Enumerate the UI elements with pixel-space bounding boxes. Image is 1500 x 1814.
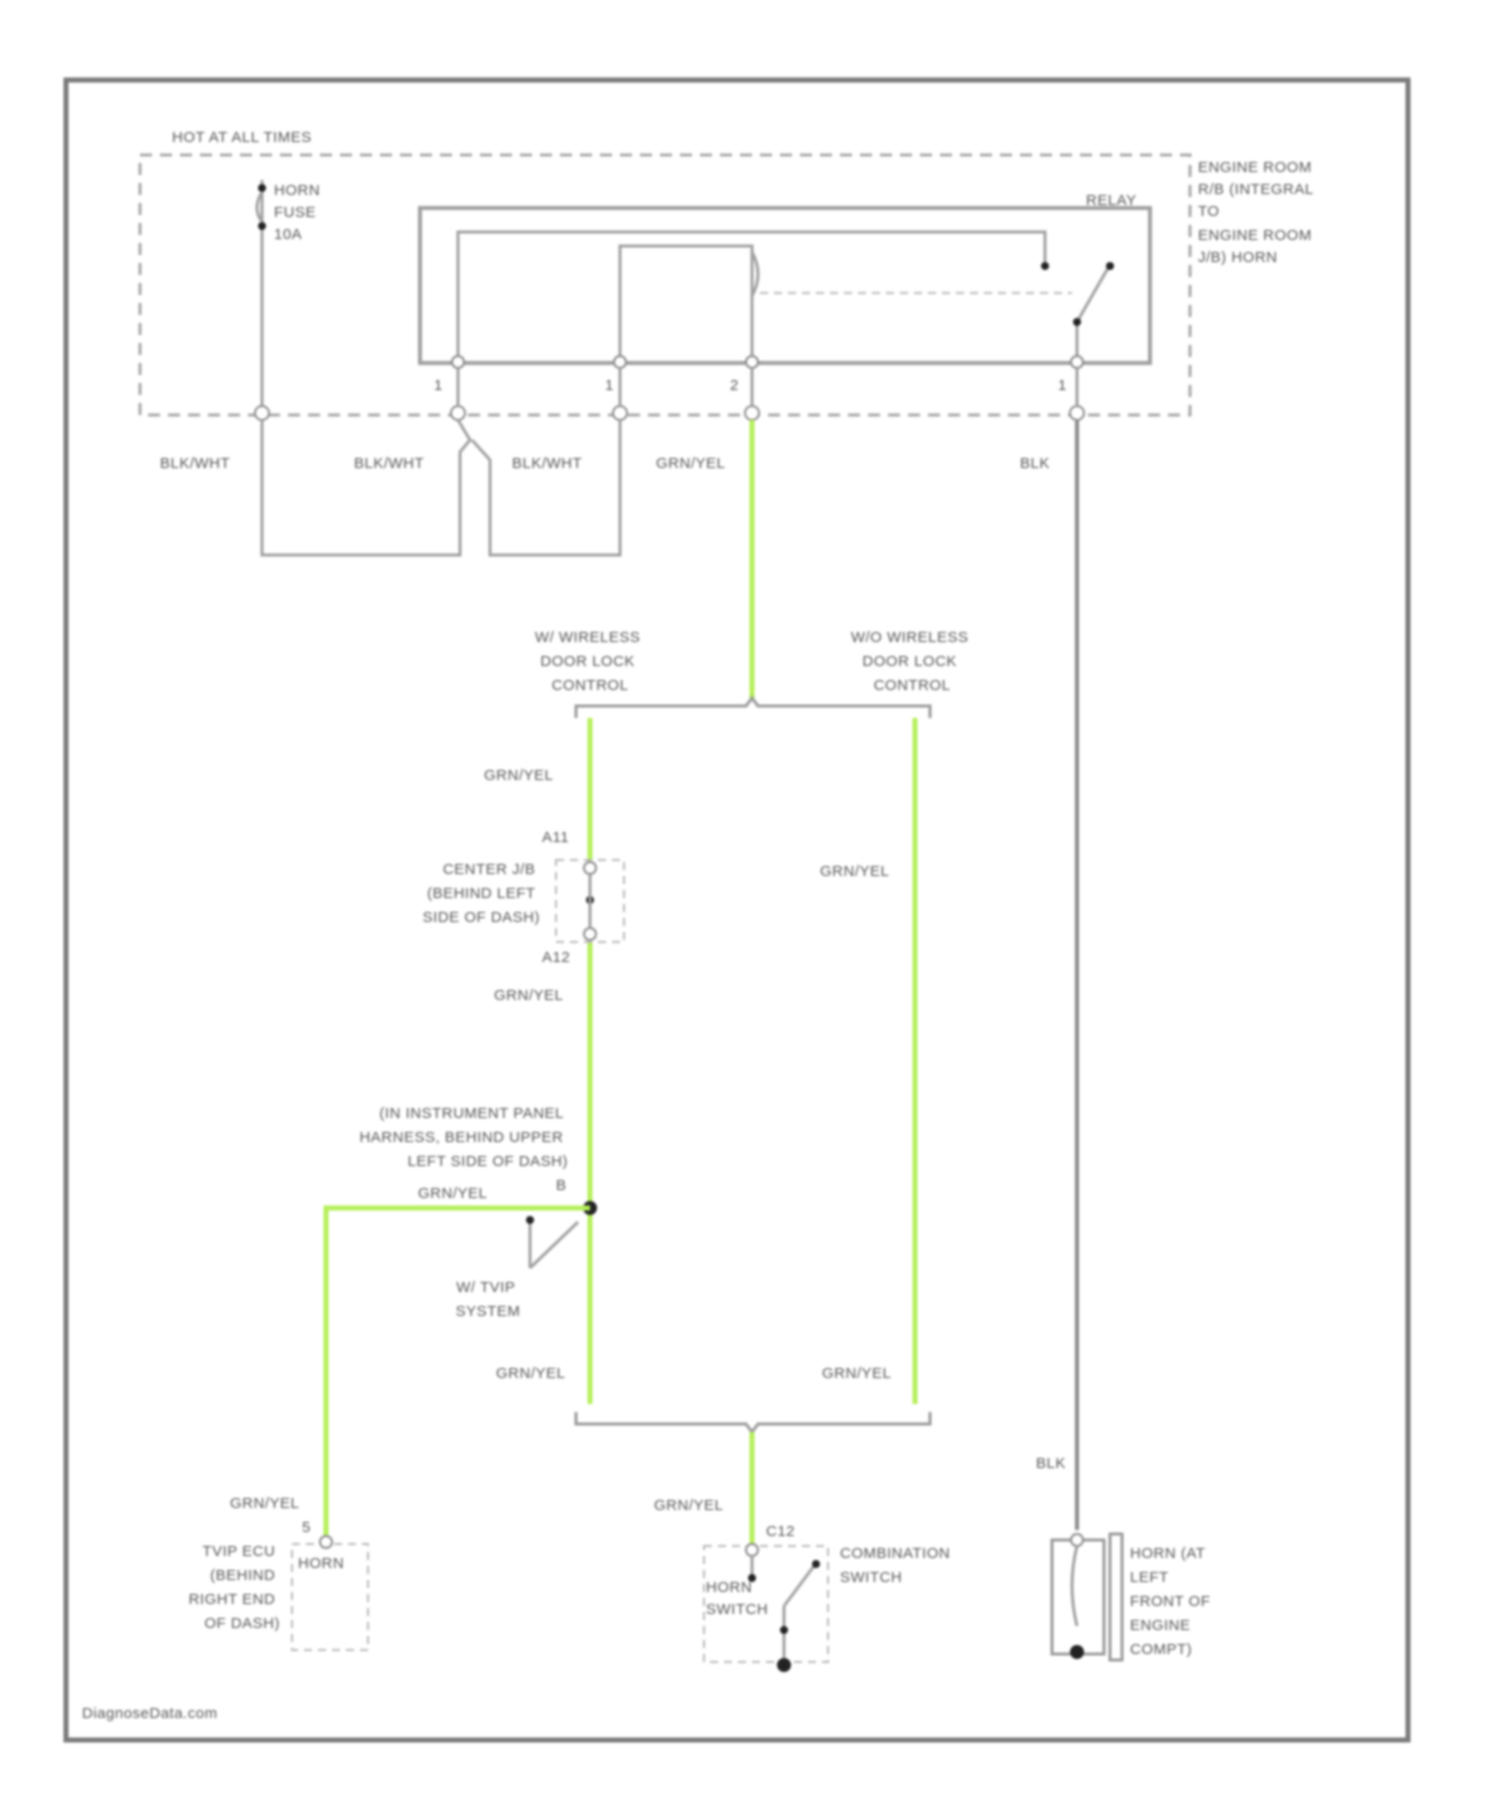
label-pin-1c: 1 [1058,377,1067,394]
label-wire-blk-wht-2: BLK/WHT [354,455,424,472]
tvip-switch [526,1216,578,1268]
label-wire-grn-yel-right1: GRN/YEL [820,863,889,880]
horn [1052,1534,1122,1660]
option-brace-top [576,698,930,718]
label-wire-blk-wht-1: BLK/WHT [160,455,230,472]
label-w-tvip: W/ TVIP SYSTEM [456,1279,521,1320]
option-brace-bottom [576,1412,930,1432]
label-wire-blk-wht-3: BLK/WHT [512,455,582,472]
label-horn: HORN (AT LEFT FRONT OF ENGINE COMPT) [1130,1545,1215,1658]
label-splice-b: B [556,1177,567,1194]
label-wire-grn-yel-right2: GRN/YEL [822,1365,891,1382]
label-tvip-horn: HORN [298,1555,344,1572]
label-wire-grn-yel-switch: GRN/YEL [654,1497,723,1514]
label-hot-at-all-times: HOT AT ALL TIMES [172,129,312,146]
tvip-ecu [292,1536,368,1650]
label-conn-a11: A11 [542,829,569,846]
label-pin-1a: 1 [434,377,443,394]
label-pin-5: 5 [302,1519,311,1536]
label-pin-c12: C12 [766,1523,795,1540]
relay-switch [1073,262,1114,362]
label-wire-grn-yel-left1: GRN/YEL [484,767,553,784]
label-combination-switch: COMBINATION SWITCH [840,1545,955,1586]
horn-fuse [257,180,266,410]
label-wire-grn-yel-tvip: GRN/YEL [230,1495,299,1512]
label-horn-switch: HORN SWITCH [706,1579,768,1618]
label-wire-grn-yel-splice: GRN/YEL [418,1185,487,1202]
label-wire-blk-bottom: BLK [1036,1455,1066,1472]
label-wire-grn-yel-left2: GRN/YEL [494,987,563,1004]
label-engine-room-rb: ENGINE ROOM R/B (INTEGRAL TO ENGINE ROOM… [1198,159,1318,266]
label-conn-a12: A12 [542,949,570,966]
label-pin-1b: 1 [605,377,614,394]
diagram-frame [66,80,1408,1740]
blk-wht-loop [262,420,620,555]
center-jb [556,860,624,942]
label-tvip-ecu: TVIP ECU (BEHIND RIGHT END OF DASH) [189,1543,280,1632]
label-wire-grn-yel-left3: GRN/YEL [496,1365,565,1382]
label-horn-fuse: HORN FUSE 10A [274,182,325,243]
label-w-wireless: W/ WIRELESS DOOR LOCK CONTROL [535,629,645,694]
label-pin-2: 2 [730,377,739,394]
label-relay: RELAY [1086,192,1137,209]
label-wo-wireless: W/O WIRELESS DOOR LOCK CONTROL [851,629,973,694]
label-wire-grn-yel-top: GRN/YEL [656,455,725,472]
watermark: DiagnoseData.com [82,1705,218,1722]
label-harness-note: (IN INSTRUMENT PANEL HARNESS, BEHIND UPP… [359,1105,568,1170]
label-center-jb: CENTER J/B (BEHIND LEFT SIDE OF DASH) [423,861,540,926]
label-wire-blk-top: BLK [1020,455,1050,472]
